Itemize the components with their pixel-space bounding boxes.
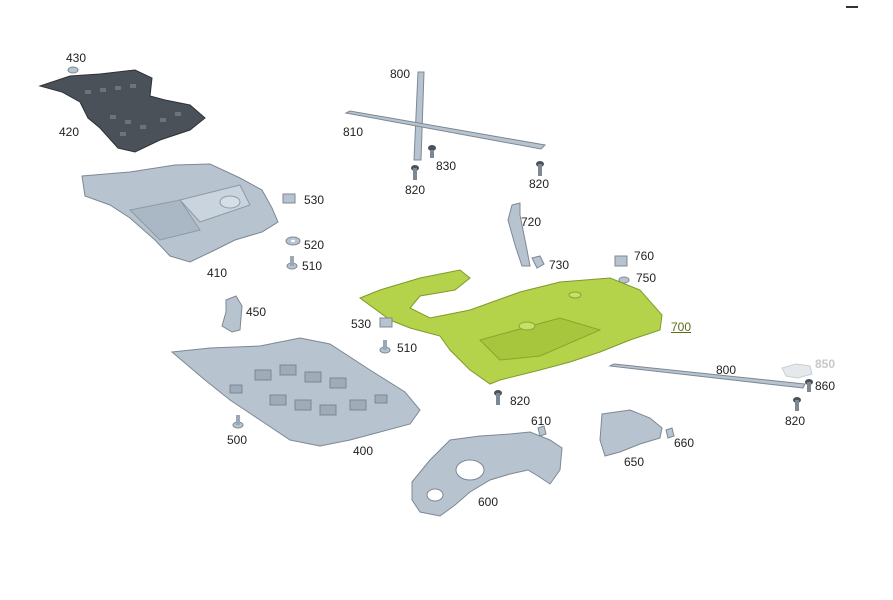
label-520: 520 (304, 238, 325, 252)
label-820-a: 820 (405, 183, 426, 197)
label-820-b: 820 (529, 177, 550, 191)
label-510-upper: 510 (302, 259, 323, 273)
label-850: 850 (815, 357, 836, 371)
label-830: 830 (436, 159, 457, 173)
label-510-lower: 510 (397, 341, 418, 355)
part-700[interactable] (358, 269, 663, 385)
part-450[interactable] (221, 295, 243, 333)
label-650: 650 (624, 455, 645, 469)
label-500: 500 (227, 433, 248, 447)
part-520[interactable] (285, 236, 301, 246)
part-760[interactable] (614, 255, 628, 267)
part-730[interactable] (531, 255, 545, 269)
label-750: 750 (636, 271, 657, 285)
menu-dash-icon[interactable] (846, 6, 858, 8)
label-860: 860 (815, 379, 836, 393)
part-800-lower[interactable] (608, 363, 806, 389)
part-800-upper[interactable] (413, 71, 425, 161)
label-760: 760 (634, 249, 655, 263)
label-820-d: 820 (785, 414, 806, 428)
part-530-lower[interactable] (379, 317, 393, 328)
label-610: 610 (531, 414, 552, 428)
label-530-lower: 530 (351, 317, 372, 331)
label-410: 410 (207, 266, 228, 280)
part-510-upper[interactable] (286, 256, 298, 270)
part-430[interactable] (67, 66, 79, 74)
part-820-d[interactable] (793, 397, 801, 411)
label-400: 400 (353, 444, 374, 458)
part-720[interactable] (507, 202, 531, 267)
label-730: 730 (549, 258, 570, 272)
label-660: 660 (674, 436, 695, 450)
part-410[interactable] (81, 163, 279, 263)
part-610[interactable] (537, 425, 547, 437)
label-800-upper: 800 (390, 67, 411, 81)
part-500[interactable] (232, 415, 244, 429)
part-810[interactable] (344, 110, 547, 150)
part-510-lower[interactable] (379, 340, 391, 354)
label-700[interactable]: 700 (671, 320, 692, 334)
part-530-upper[interactable] (282, 193, 296, 204)
part-650[interactable] (599, 409, 663, 457)
part-830[interactable] (428, 145, 436, 158)
label-430: 430 (66, 51, 87, 65)
part-600[interactable] (411, 431, 563, 517)
label-800-lower: 800 (716, 363, 737, 377)
label-820-c: 820 (510, 394, 531, 408)
part-860[interactable] (805, 379, 813, 392)
part-820-a[interactable] (411, 165, 419, 180)
part-820-c[interactable] (494, 390, 502, 405)
part-850[interactable] (781, 363, 813, 379)
part-660[interactable] (665, 427, 675, 439)
part-420[interactable] (38, 69, 206, 153)
part-750[interactable] (618, 276, 630, 284)
part-400[interactable] (170, 337, 421, 447)
label-810: 810 (343, 125, 364, 139)
label-600: 600 (478, 495, 499, 509)
label-420: 420 (59, 125, 80, 139)
label-720: 720 (521, 215, 542, 229)
label-530-upper: 530 (304, 193, 325, 207)
label-450: 450 (246, 305, 267, 319)
part-820-b[interactable] (536, 161, 544, 176)
